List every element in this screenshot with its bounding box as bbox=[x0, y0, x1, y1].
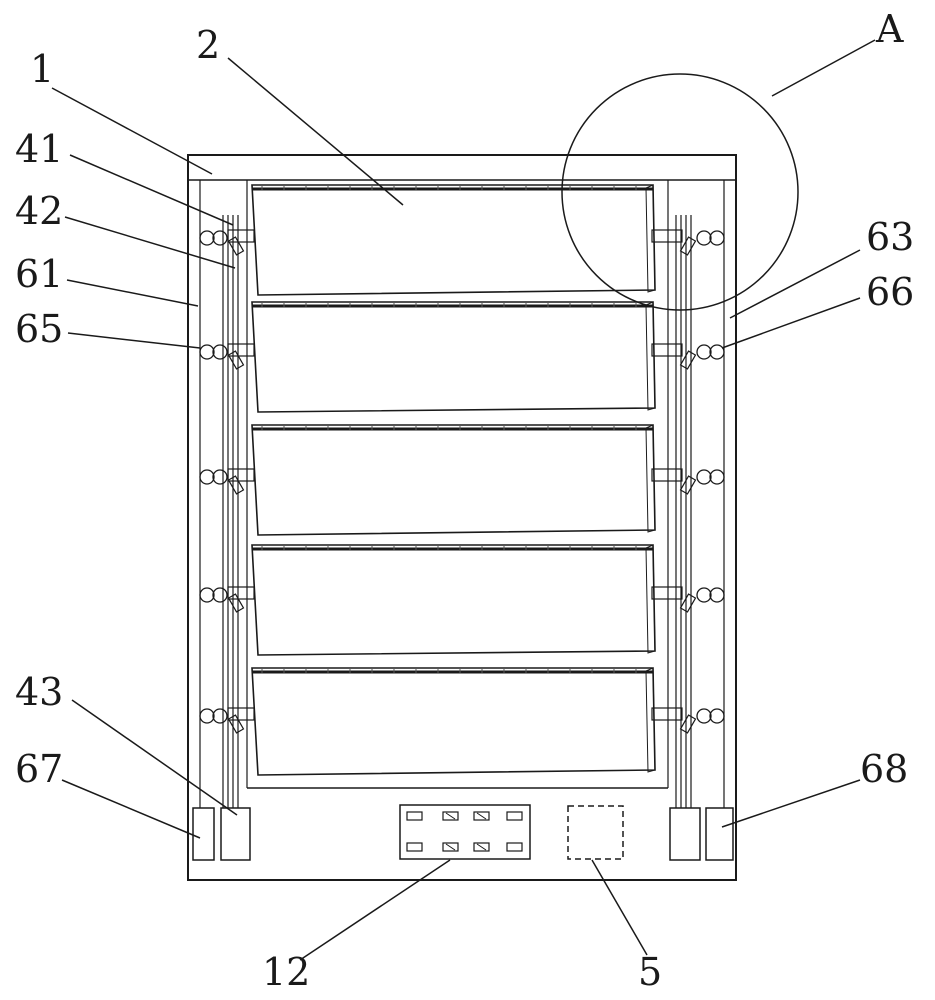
left-pivot-5 bbox=[199, 707, 255, 734]
detail-circle-a bbox=[561, 73, 799, 311]
control-panel bbox=[399, 804, 531, 860]
label-65: 65 bbox=[15, 307, 63, 351]
right-motor-inner bbox=[669, 807, 701, 861]
right-rail-group bbox=[675, 180, 725, 808]
slat-1 bbox=[251, 184, 656, 296]
right-motor-68 bbox=[705, 807, 734, 861]
right-pivot-3 bbox=[651, 468, 725, 495]
label-12: 12 bbox=[262, 950, 310, 994]
label-63: 63 bbox=[866, 215, 914, 259]
slat-2 bbox=[251, 301, 656, 413]
right-pivot-1 bbox=[651, 229, 725, 256]
label-42: 42 bbox=[15, 189, 63, 233]
left-pivot-3 bbox=[199, 468, 255, 495]
label-41: 41 bbox=[15, 127, 63, 171]
slat-4 bbox=[251, 544, 656, 656]
label-2: 2 bbox=[196, 23, 220, 67]
left-motor-43 bbox=[220, 807, 251, 861]
label-1: 1 bbox=[30, 47, 54, 91]
label-43: 43 bbox=[15, 670, 63, 714]
label-61: 61 bbox=[15, 252, 63, 296]
label-68: 68 bbox=[860, 747, 908, 791]
label-67: 67 bbox=[15, 747, 63, 791]
label-5: 5 bbox=[638, 950, 662, 994]
left-rail-group bbox=[199, 180, 239, 808]
left-pivot-1 bbox=[199, 229, 255, 256]
slat-5 bbox=[251, 667, 656, 776]
right-pivot-4 bbox=[651, 586, 725, 613]
left-pivot-2 bbox=[199, 343, 255, 370]
label-66: 66 bbox=[866, 270, 914, 314]
hidden-controller-5 bbox=[567, 805, 624, 860]
leader-lines bbox=[51, 39, 876, 961]
label-a: A bbox=[875, 7, 904, 51]
right-pivot-2 bbox=[651, 343, 725, 370]
left-pivot-4 bbox=[199, 586, 255, 613]
left-motor-67 bbox=[192, 807, 215, 861]
right-pivot-5 bbox=[651, 707, 725, 734]
slat-3 bbox=[251, 424, 656, 536]
outer-frame bbox=[187, 154, 737, 881]
